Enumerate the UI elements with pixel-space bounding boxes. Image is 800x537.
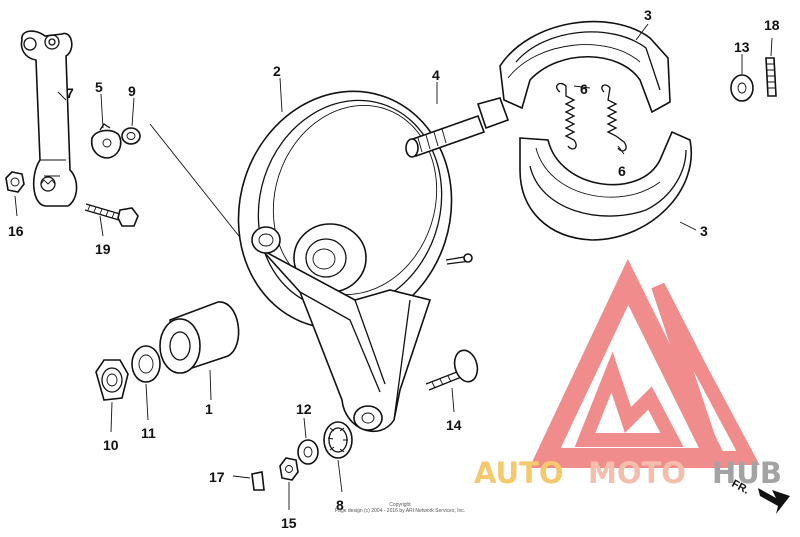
label-part-13: 13 [734,39,750,55]
label-part-5: 5 [95,79,103,95]
fr-arrow-icon [758,488,790,514]
watermark-side-shape [651,282,760,465]
washer-12 [297,439,319,465]
label-part-16: 16 [8,223,24,239]
copyright-line-1: Copyright [389,502,411,508]
label-part-18: 18 [764,17,780,33]
brake-panel [237,90,473,432]
label-part-7: 7 [66,85,74,101]
washer-9 [121,127,141,145]
label-part-11: 11 [141,425,156,441]
copyright-notice: Copyright Page design (c) 2004 - 2016 by… [300,502,500,514]
label-part-2: 2 [273,63,281,79]
nut-16 [5,171,25,193]
label-part-19: 19 [95,241,111,257]
plate-5 [90,123,122,159]
nut-10 [95,359,129,401]
watermark-logo: AUTO MOTO HUB [474,259,782,490]
leader-lines [14,23,773,510]
spring-6-left [556,82,577,150]
label-part-14: 14 [446,417,462,433]
label-part-9: 9 [128,83,136,99]
label-part-6-upper: 6 [580,81,588,97]
spring-6-right [601,84,627,152]
label-part-8: 8 [336,497,344,513]
watermark-text-moto: MOTO [588,456,686,490]
label-part-17: 17 [209,469,225,485]
watermark-inner-shape [574,351,684,447]
brake-cam-4 [405,97,510,158]
pin-18 [765,57,777,97]
cotter-pin-17 [251,471,265,491]
collar-1 [159,301,240,374]
guide-line-arm [149,123,251,251]
label-part-3-lower: 3 [700,223,708,239]
label-part-3-upper: 3 [644,7,652,23]
bearing-8 [323,421,353,459]
brake-arm [20,30,78,207]
bolt-19 [84,203,139,227]
brake-shoe-lower [519,130,693,241]
part-number-labels: 1 2 3 3 4 5 6 6 7 8 9 10 11 12 13 14 15 … [8,7,780,531]
brake-shoe-upper [499,20,671,114]
washer-13 [730,74,754,102]
label-part-10: 10 [103,437,119,453]
label-part-4: 4 [432,67,440,83]
watermark-text-auto: AUTO [474,456,564,490]
label-part-12: 12 [296,401,312,417]
label-part-6-lower: 6 [618,163,626,179]
label-part-1: 1 [205,401,213,417]
washer-11 [131,345,161,383]
nut-15 [279,457,299,481]
watermark-text-hub: HUB [712,456,782,490]
copyright-line-2: Page design (c) 2004 - 2016 by ARI Netwo… [334,508,466,514]
label-part-15: 15 [281,515,297,531]
bolt-14 [425,349,479,391]
watermark-triangle [529,259,732,468]
